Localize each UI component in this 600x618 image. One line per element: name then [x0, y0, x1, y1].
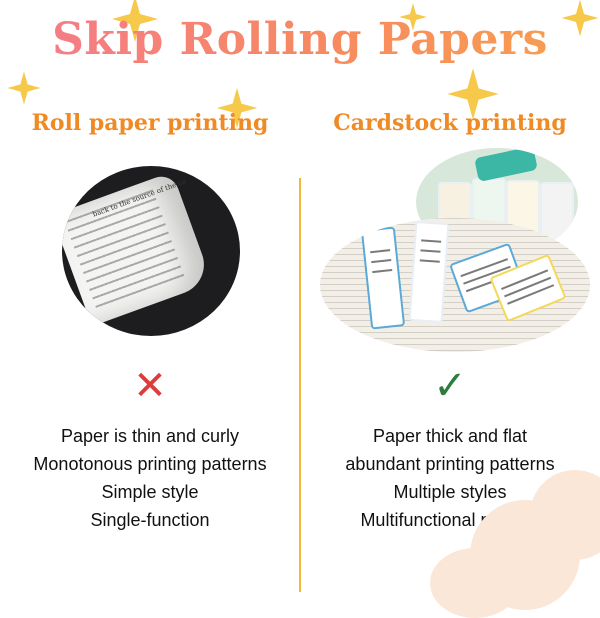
left-point: Single-function: [90, 510, 210, 530]
left-point: Simple style: [101, 482, 199, 502]
cross-icon: ✕: [133, 363, 167, 409]
left-point: Monotonous printing patterns: [33, 454, 267, 474]
right-point: Paper thick and flat: [372, 426, 528, 446]
star-icon: [112, 0, 158, 42]
receipt-lines: [64, 189, 187, 314]
right-heading: Cardstock printing: [333, 110, 567, 136]
column-divider: [299, 178, 301, 592]
right-point: abundant printing patterns: [345, 454, 555, 474]
cardstock-photo: [320, 148, 590, 352]
right-point: Multiple styles: [393, 482, 507, 502]
left-point: Paper is thin and curly: [60, 426, 240, 446]
green-bookmark: [474, 148, 538, 182]
left-heading: Roll paper printing: [31, 110, 269, 136]
star-icon: [216, 87, 258, 129]
star-icon: [7, 71, 41, 105]
cloud-decoration: [430, 548, 520, 618]
bookmarks-book-photo: [320, 218, 590, 352]
bookmark-card: [408, 220, 450, 324]
roll-paper-photo: back to the source of the co: [62, 166, 240, 336]
star-icon: [447, 68, 499, 120]
page-title: Skip Rolling Papers: [0, 14, 600, 65]
star-icon: [399, 3, 427, 31]
star-icon: [561, 0, 599, 37]
cloud-decoration: [530, 470, 600, 560]
check-icon: ✓: [433, 363, 467, 409]
